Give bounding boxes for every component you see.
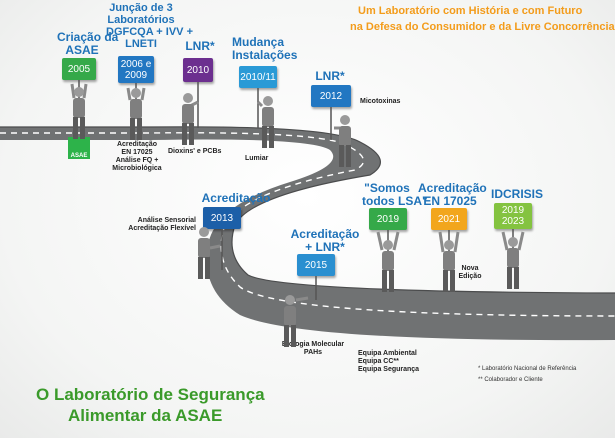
person-2010 — [182, 82, 199, 145]
road-centerline — [0, 132, 615, 317]
milestone-2005-sign: 2005 — [62, 58, 96, 80]
milestone-2015-sign: 2015 — [297, 254, 335, 276]
title-line1: O Laboratório de Segurança — [36, 385, 265, 404]
milestone-2013-header: Acreditação — [201, 191, 271, 205]
milestone-2013-sign: 2013 — [203, 207, 241, 229]
milestone-2021-sign: 2021 — [431, 208, 467, 230]
milestone-2012-note: Micotoxinas — [360, 98, 401, 105]
milestone-2010-note: Dioxins' e PCBs — [168, 148, 222, 155]
milestone-2010-sign: 2010 — [183, 58, 213, 82]
person-2015 — [284, 276, 317, 347]
milestone-2012-header: LNR* — [315, 69, 345, 83]
footnote-cc: ** Colaborador e Cliente — [478, 377, 543, 383]
footnote-lnr: * Laboratório Nacional de Referência — [478, 366, 577, 372]
person-2021 — [438, 230, 460, 292]
subtitle-line2: na Defesa do Consumidor e da Livre Conco… — [350, 21, 615, 33]
asae-logo: ASAE — [68, 137, 90, 159]
road-edge — [0, 126, 615, 294]
person-2019 — [376, 230, 400, 292]
milestone-2010-11-sign: 2010/11 — [239, 66, 277, 88]
milestone-2012-sign: 2012 — [311, 85, 351, 107]
milestone-2015-header: Acreditação+ LNR* — [290, 227, 360, 254]
person-2006 — [126, 83, 146, 140]
milestone-2010-header: LNR* — [185, 39, 215, 53]
person-2012 — [330, 107, 351, 167]
milestone-idcrisis-header: IDCRISIS — [490, 187, 543, 201]
subtitle-line1: Um Laboratório com História e com Futuro — [358, 5, 583, 17]
person-2013 — [198, 227, 223, 279]
title-line2: Alimentar da ASAE — [68, 406, 223, 425]
person-2010-11 — [256, 88, 274, 148]
milestone-2010-11-note: Lumiar — [245, 155, 269, 162]
milestone-2019-sign: 2019 — [369, 208, 407, 230]
person-idcrisis — [501, 229, 525, 289]
person-2005 — [70, 80, 88, 139]
